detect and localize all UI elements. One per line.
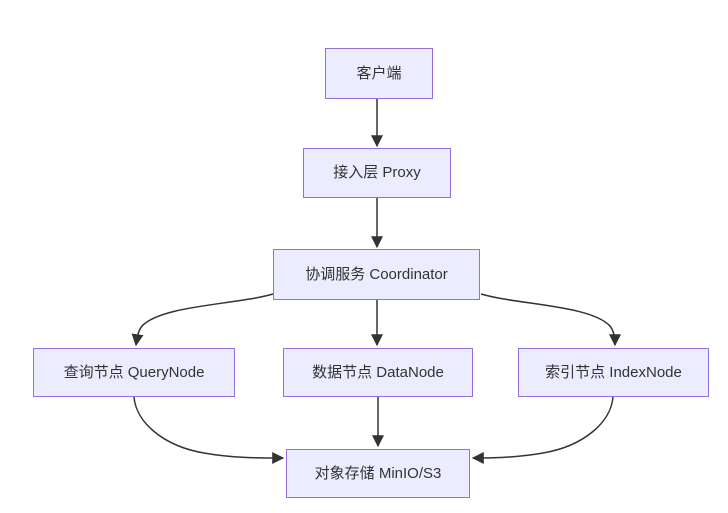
node-coordinator-label: 协调服务 Coordinator [305, 265, 448, 283]
node-storage-label: 对象存储 MinIO/S3 [314, 464, 442, 482]
edge-indexnode-to-storage [471, 396, 614, 464]
edge-coordinator-to-querynode [131, 293, 274, 347]
edge-querynode-to-storage [133, 396, 285, 464]
node-index-node-label: 索引节点 IndexNode [545, 363, 682, 381]
node-coordinator: 协调服务 Coordinator [273, 249, 480, 300]
node-data-node: 数据节点 DataNode [283, 348, 473, 397]
node-query-node: 查询节点 QueryNode [33, 348, 235, 397]
node-query-node-label: 查询节点 QueryNode [63, 363, 205, 381]
node-client: 客户端 [325, 48, 433, 99]
node-proxy-label: 接入层 Proxy [333, 164, 421, 181]
node-proxy: 接入层 Proxy [303, 148, 451, 198]
node-storage: 对象存储 MinIO/S3 [286, 449, 470, 498]
node-data-node-label: 数据节点 DataNode [312, 363, 444, 381]
node-index-node: 索引节点 IndexNode [518, 348, 709, 397]
edge-coordinator-to-indexnode [480, 293, 621, 347]
node-client-label: 客户端 [356, 64, 402, 82]
